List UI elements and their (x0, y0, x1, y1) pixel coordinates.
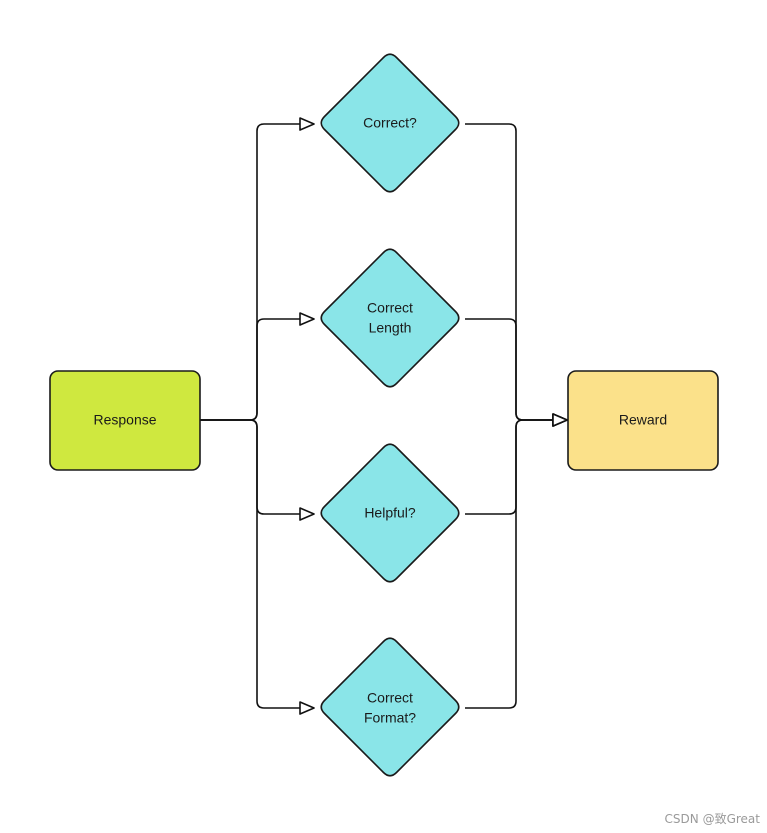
response-node: Response (49, 370, 201, 471)
connector-correct-length-to-reward (465, 318, 568, 427)
decision-correct-format: Correct Format? (320, 637, 460, 777)
reward-node: Reward (567, 370, 719, 471)
connector-response-to-correct-format (200, 419, 315, 715)
response-node-label: Response (93, 412, 156, 428)
decision-correct: Correct? (320, 53, 460, 193)
decision-correct-format-label-line-1: Correct (367, 690, 413, 706)
decision-helpful-label: Helpful? (364, 505, 416, 521)
decision-correct-length: Correct Length (320, 248, 460, 388)
connector-correct-format-to-reward (465, 413, 568, 709)
connectors-fan-in (465, 123, 568, 709)
decision-correct-label: Correct? (363, 115, 417, 131)
connector-response-to-correct-length (200, 312, 315, 421)
decision-correct-length-label-line-1: Correct (367, 300, 413, 316)
decision-correct-diamond (320, 53, 460, 193)
reward-node-label: Reward (619, 412, 667, 428)
watermark-text: CSDN @致Great (665, 812, 761, 826)
decision-helpful-diamond (320, 443, 460, 583)
connectors-fan-out (200, 117, 315, 715)
decision-correct-format-label-line-2: Format? (364, 710, 416, 726)
decision-correct-format-diamond (320, 637, 460, 777)
decision-correct-length-label-line-2: Length (369, 320, 412, 336)
decision-helpful: Helpful? (320, 443, 460, 583)
decision-correct-length-diamond (320, 248, 460, 388)
reward-node-box (567, 370, 719, 471)
response-node-box (49, 370, 201, 471)
